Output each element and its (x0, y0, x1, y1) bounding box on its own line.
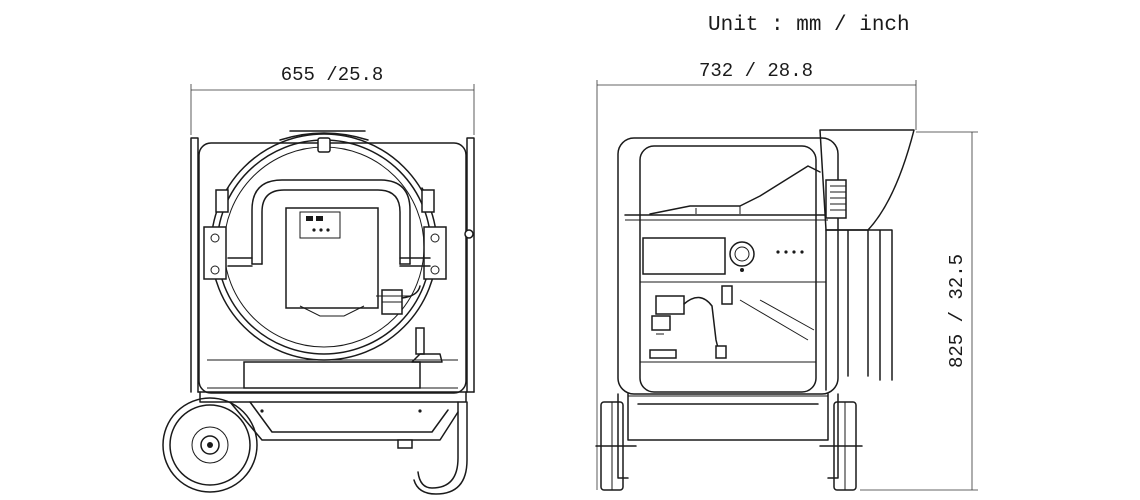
height-label: 825 / 32.5 (946, 254, 968, 368)
front-width-label: 655 /25.8 (281, 64, 384, 86)
front-wheel (162, 397, 258, 493)
side-wheel-left (595, 401, 637, 491)
front-width-dimension: 655 /25.8 (190, 64, 475, 135)
side-length-label: 732 / 28.8 (699, 60, 813, 82)
front-view: 655 /25.8 (162, 64, 475, 495)
side-length-dimension: 732 / 28.8 (596, 60, 917, 490)
side-wheel-right (819, 401, 863, 491)
side-view: 732 / 28.8 825 / 32.5 (595, 60, 978, 491)
height-dimension: 825 / 32.5 (860, 131, 978, 491)
unit-label: Unit : mm / inch (708, 14, 910, 37)
